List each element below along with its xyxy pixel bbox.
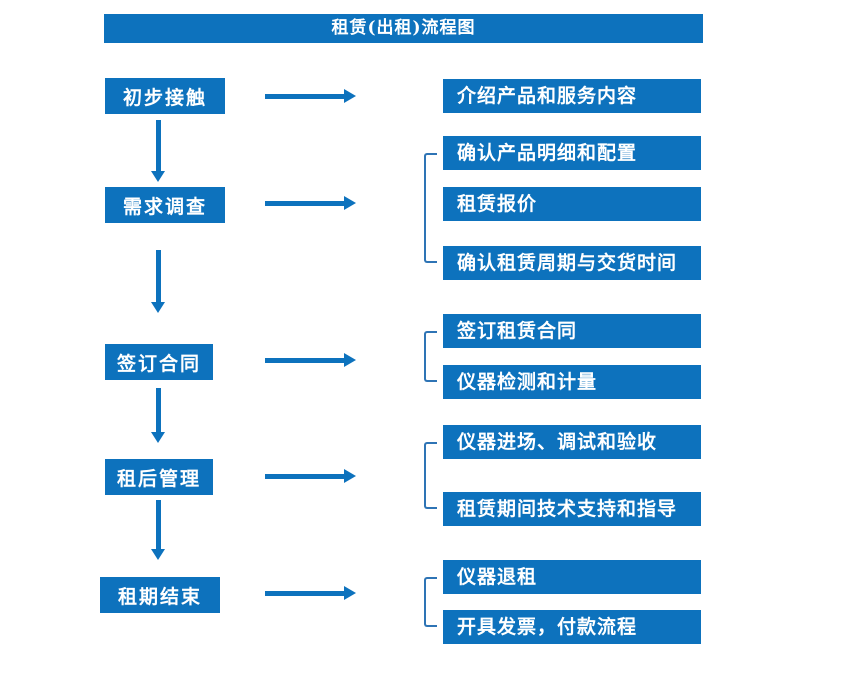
- group-bracket-rental-end: [424, 577, 437, 627]
- group-bracket-sign-contract: [424, 331, 437, 382]
- step-box-rental-end: 租期结束: [100, 577, 220, 613]
- step-box-demand-survey: 需求调查: [105, 187, 225, 223]
- step-box-sign-contract: 签订合同: [105, 344, 213, 380]
- arrow-right-head-icon: [344, 89, 356, 103]
- arrow-down-icon: [156, 500, 161, 549]
- arrow-right-head-icon: [344, 586, 356, 600]
- arrow-right-head-icon: [344, 196, 356, 210]
- detail-box-sign-rental-contract: 签订租赁合同: [443, 314, 701, 348]
- diagram-title: 租赁(出租)流程图: [104, 14, 703, 43]
- arrow-down-head-icon: [151, 171, 165, 182]
- arrow-down-icon: [156, 120, 161, 171]
- detail-box-instrument-setup: 仪器进场、调试和验收: [443, 425, 701, 459]
- step-box-post-rental-management: 租后管理: [105, 459, 213, 495]
- arrow-right-head-icon: [344, 469, 356, 483]
- detail-box-rental-quote: 租赁报价: [443, 187, 701, 221]
- group-bracket-post-rental: [424, 442, 437, 509]
- arrow-right-head-icon: [344, 353, 356, 367]
- arrow-right-icon: [265, 94, 344, 99]
- arrow-down-icon: [156, 250, 161, 302]
- detail-box-confirm-period-delivery: 确认租赁周期与交货时间: [443, 246, 701, 280]
- arrow-right-icon: [265, 474, 344, 479]
- detail-box-confirm-product-details: 确认产品明细和配置: [443, 136, 701, 170]
- arrow-down-head-icon: [151, 549, 165, 560]
- detail-box-introduce-products: 介绍产品和服务内容: [443, 79, 701, 113]
- arrow-down-head-icon: [151, 432, 165, 443]
- detail-box-technical-support: 租赁期间技术支持和指导: [443, 492, 701, 526]
- detail-box-instrument-return: 仪器退租: [443, 560, 701, 594]
- arrow-down-head-icon: [151, 302, 165, 313]
- arrow-right-icon: [265, 201, 344, 206]
- step-box-initial-contact: 初步接触: [105, 78, 225, 114]
- group-bracket-demand-survey: [424, 153, 437, 263]
- arrow-right-icon: [265, 591, 344, 596]
- arrow-right-icon: [265, 358, 344, 363]
- arrow-down-icon: [156, 388, 161, 432]
- detail-box-instrument-testing: 仪器检测和计量: [443, 365, 701, 399]
- detail-box-invoice-payment: 开具发票，付款流程: [443, 610, 701, 644]
